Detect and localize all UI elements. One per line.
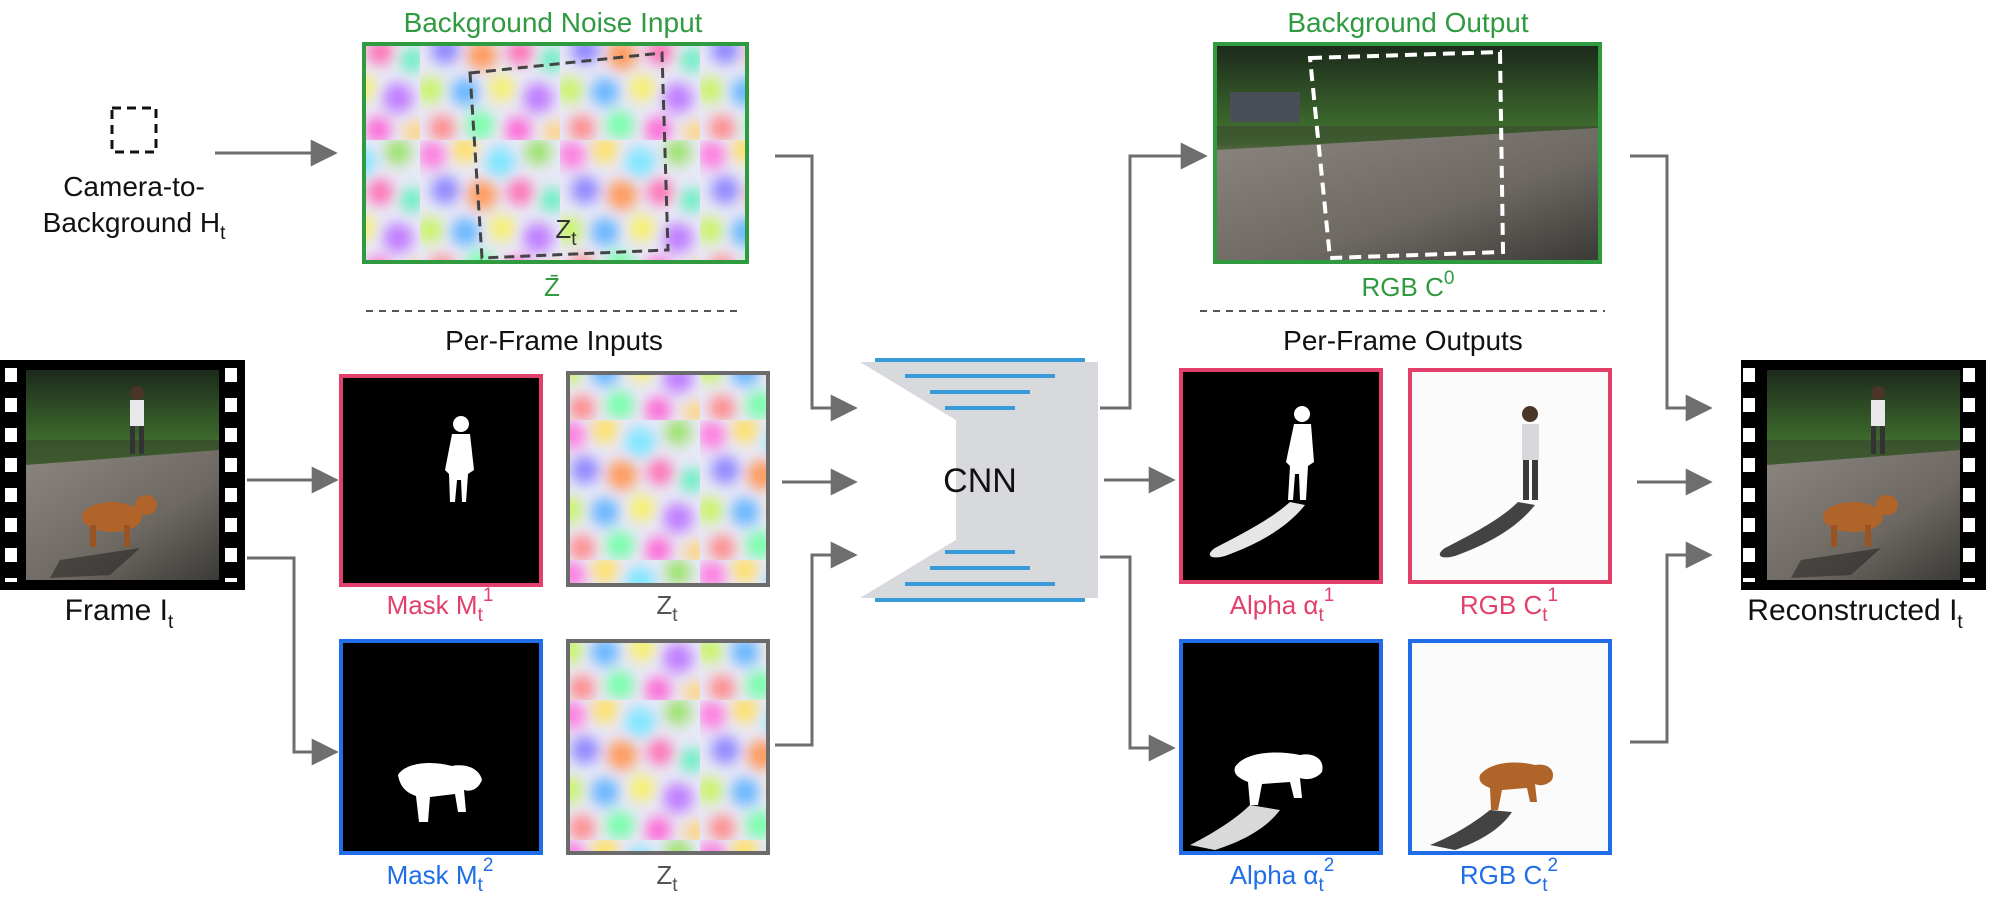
- arrow-cnn-to-layer2: [1100, 555, 1176, 762]
- camera-label-line2: Background Ht: [43, 207, 226, 244]
- bg-noise-input-image: Zt: [362, 42, 749, 264]
- cnn-label: CNN: [943, 462, 1017, 500]
- camera-to-background-block: Camera-to- Background Ht: [43, 106, 226, 244]
- rgb2-image: [1408, 639, 1612, 855]
- arrow-layer2-to-recon: [1630, 541, 1713, 744]
- bg-noise-input-title: Background Noise Input: [404, 7, 703, 38]
- mask2-image: [339, 639, 543, 855]
- zt-inner-label: Zt: [555, 214, 577, 250]
- camera-label-line1: Camera-to-: [63, 171, 205, 202]
- cnn-block: CNN: [860, 358, 1098, 602]
- zbar-label: Z̄: [544, 272, 560, 302]
- reconstructed-label: Reconstructed It: [1747, 594, 1963, 633]
- per-frame-inputs-title: Per-Frame Inputs: [445, 325, 663, 356]
- alpha2-label: Alpha αt2: [1230, 855, 1335, 896]
- arrow-noise-to-cnn: [775, 154, 858, 422]
- reconstructed-filmstrip: [1741, 360, 1986, 590]
- alpha2-image: [1179, 639, 1383, 855]
- per-frame-outputs-title: Per-Frame Outputs: [1283, 325, 1523, 356]
- mask1-image: [339, 374, 543, 587]
- zt2-label: Zt: [656, 860, 678, 896]
- bg-output-title: Background Output: [1287, 7, 1528, 38]
- rgb1-label: RGB Ct1: [1460, 585, 1558, 626]
- mask1-label: Mask Mt1: [387, 585, 494, 626]
- mask2-label: Mask Mt2: [387, 855, 494, 896]
- rgb-c0-label: RGB C0: [1362, 268, 1455, 302]
- camera-dashed-box-icon: [110, 106, 158, 154]
- rgb2-label: RGB Ct2: [1460, 855, 1558, 896]
- frame-label: Frame It: [65, 594, 174, 633]
- rgb1-image: [1408, 368, 1612, 584]
- alpha1-label: Alpha αt1: [1230, 585, 1335, 626]
- arrow-cnn-to-bg-output: [1100, 142, 1208, 410]
- arrow-frame-to-mask2: [247, 556, 339, 766]
- zt2-noise-image: [566, 639, 770, 855]
- arrow-inputs2-to-cnn: [775, 541, 858, 747]
- zt1-noise-image: [566, 371, 770, 587]
- bg-crop-region: [1307, 49, 1506, 261]
- zt-crop-region: [468, 51, 670, 260]
- zt1-label: Zt: [656, 590, 678, 626]
- bg-output-image: [1213, 42, 1602, 264]
- alpha1-image: [1179, 368, 1383, 584]
- arrow-bg-to-recon: [1630, 154, 1713, 422]
- input-frame-filmstrip: [0, 360, 245, 590]
